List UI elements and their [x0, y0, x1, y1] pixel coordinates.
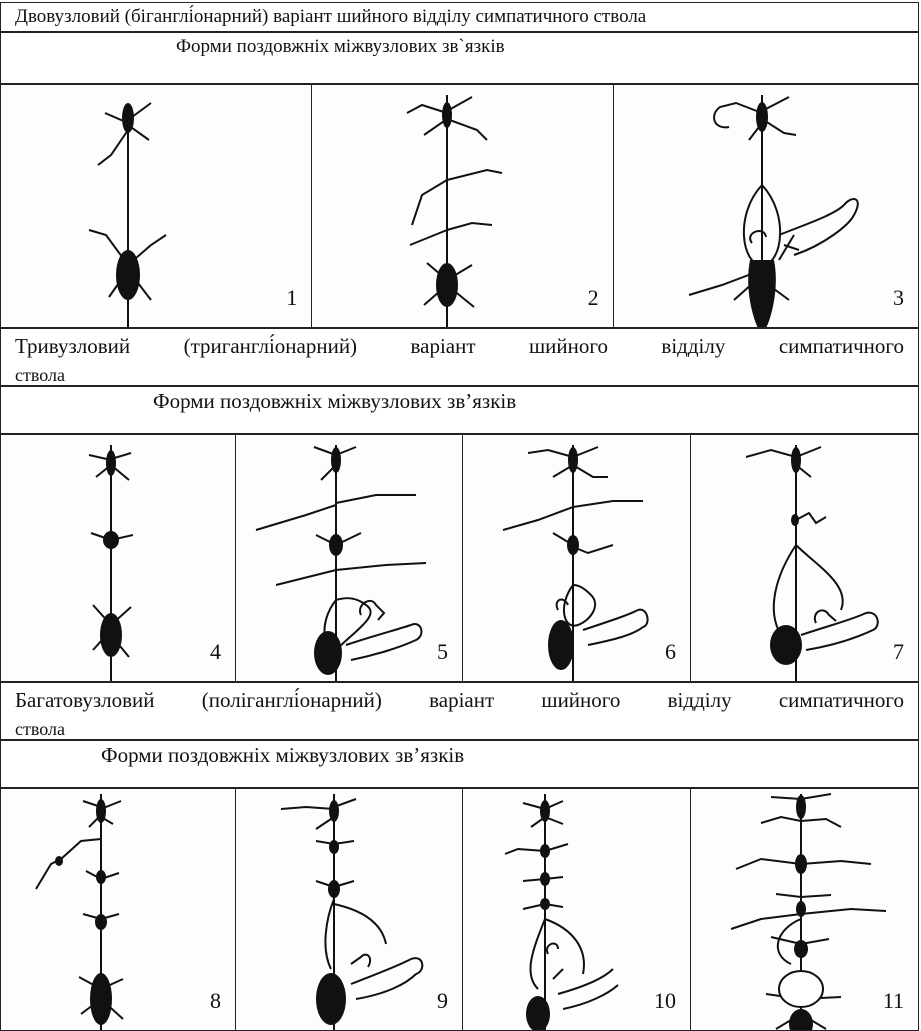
panel-number: 8 — [210, 988, 221, 1014]
panel-10: 10 — [463, 789, 691, 1030]
panel-number: 5 — [437, 639, 448, 665]
panel-number: 2 — [588, 285, 599, 311]
section2-title: Тривузловий (триганглі́онарний) варіант … — [0, 328, 919, 386]
section3-subtitle-text: Форми поздовжніх міжвузлових зв’язків — [101, 743, 464, 767]
section3-panels: 8 9 — [0, 788, 919, 1031]
panel-4-drawing — [1, 435, 236, 681]
panel-4: 4 — [1, 435, 236, 681]
panel-2: 2 — [312, 85, 613, 327]
section1-subtitle: Форми поздовжніх міжвузлових зв`язків — [0, 32, 919, 84]
panel-6-drawing — [463, 435, 691, 681]
panel-number: 1 — [286, 285, 297, 311]
section1-panels: 1 2 — [0, 84, 919, 328]
panel-number: 6 — [665, 639, 676, 665]
section1-title-text: Двовузловий (біганглі́онарний) варіант ш… — [15, 6, 646, 27]
panel-1-drawing — [1, 85, 312, 327]
panel-number: 9 — [437, 988, 448, 1014]
section2-title-line1: Тривузловий (триганглі́онарний) варіант … — [15, 332, 904, 360]
panel-9: 9 — [236, 789, 463, 1030]
section2-panels: 4 5 — [0, 434, 919, 682]
panel-9-drawing — [236, 789, 463, 1030]
panel-3-drawing — [614, 85, 918, 327]
panel-number: 7 — [893, 639, 904, 665]
panel-1: 1 — [1, 85, 312, 327]
section2-subtitle-text: Форми поздовжніх міжвузлових зв’язків — [153, 389, 516, 413]
panel-7: 7 — [691, 435, 918, 681]
panel-number: 4 — [210, 639, 221, 665]
panel-7-drawing — [691, 435, 918, 681]
panel-2-drawing — [312, 85, 613, 327]
panel-3: 3 — [614, 85, 918, 327]
panel-number: 11 — [883, 988, 904, 1014]
section3-subtitle: Форми поздовжніх міжвузлових зв’язків — [0, 740, 919, 788]
panel-8-drawing — [1, 789, 236, 1030]
panel-5: 5 — [236, 435, 463, 681]
panel-6: 6 — [463, 435, 691, 681]
section2-subtitle: Форми поздовжніх міжвузлових зв’язків — [0, 386, 919, 434]
panel-11: 11 — [691, 789, 918, 1030]
panel-5-drawing — [236, 435, 463, 681]
section3-title-line2: ствола — [15, 719, 65, 739]
section3-title-line1: Багатовузловий (поліганглі́онарний) варі… — [15, 686, 904, 714]
panel-number: 10 — [654, 988, 676, 1014]
section3-title: Багатовузловий (поліганглі́онарний) варі… — [0, 682, 919, 740]
section1-title: Двовузловий (біганглі́онарний) варіант ш… — [0, 2, 919, 32]
section2-title-line2: ствола — [15, 365, 65, 385]
section1-subtitle-text: Форми поздовжніх міжвузлових зв`язків — [176, 36, 505, 57]
panel-8: 8 — [1, 789, 236, 1030]
panel-number: 3 — [893, 285, 904, 311]
